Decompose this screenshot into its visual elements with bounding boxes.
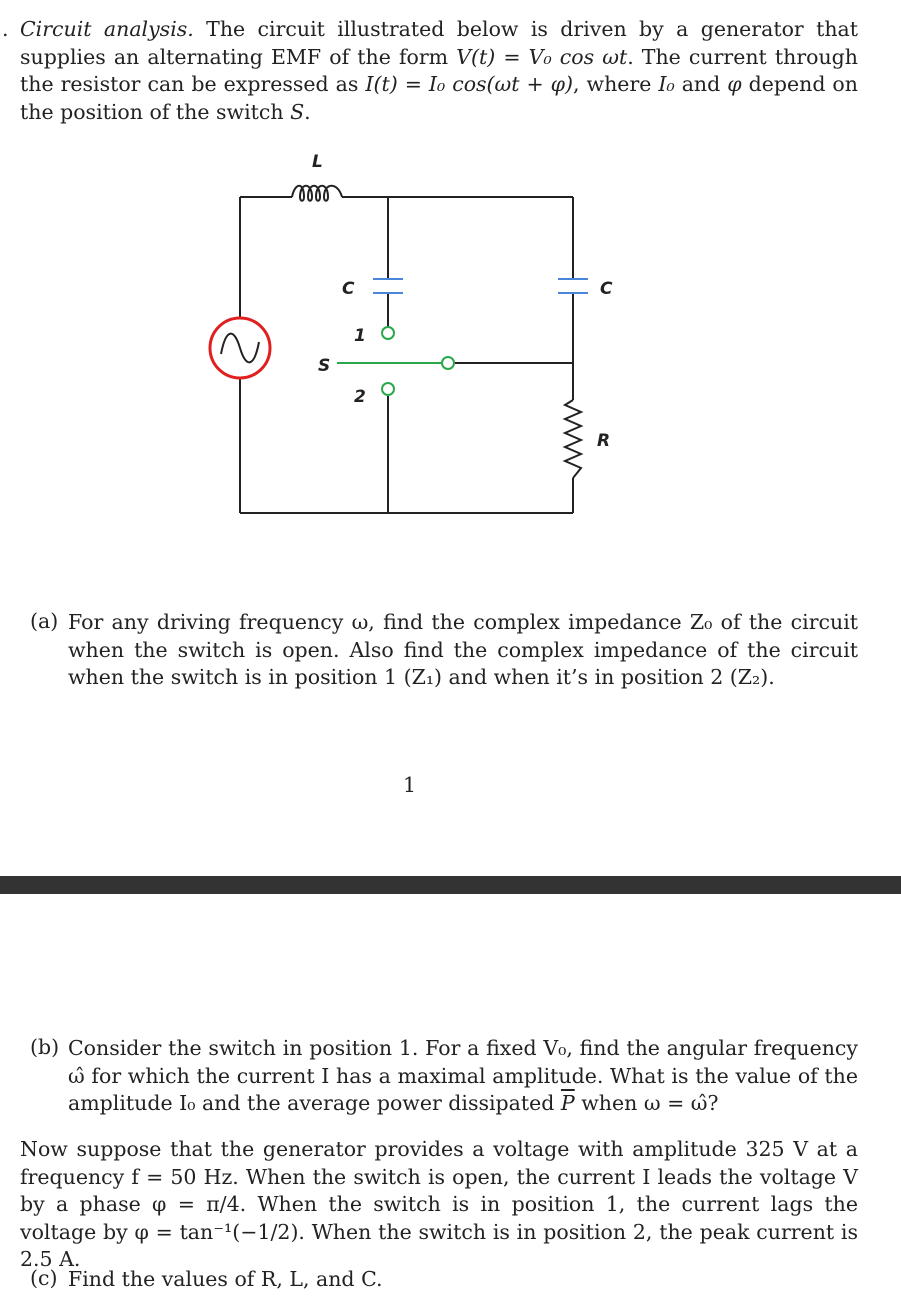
wires	[239, 196, 574, 514]
part-b-text-1: Consider the switch in position 1. For a…	[68, 1036, 858, 1116]
capacitor-right-label: C	[600, 279, 613, 299]
amplitude-symbol: I₀	[658, 72, 675, 97]
sine-wave-icon	[220, 332, 260, 364]
part-c-text: Find the values of R, L, and C.	[68, 1267, 383, 1291]
current-equation: I(t) = I₀ cos(ωt + φ)	[365, 72, 574, 97]
part-a-label: (a)	[30, 609, 59, 633]
intro-text-4: depend on the position of the switch	[20, 72, 858, 124]
resistor-label: R	[597, 431, 610, 451]
part-a-text: For any driving frequency ω, find the co…	[68, 610, 858, 690]
switch-position-2: 2	[354, 387, 366, 407]
intro-period: .	[304, 99, 311, 124]
part-b-label: (b)	[30, 1035, 60, 1059]
switch-label: S	[318, 356, 330, 376]
phase-symbol: φ	[727, 72, 742, 97]
part-b-text: Consider the switch in position 1. For a…	[68, 1035, 858, 1118]
capacitor-left	[373, 278, 403, 294]
switch-contact-2	[381, 382, 395, 396]
capacitor-right	[558, 278, 588, 294]
emf-equation: V(t) = V₀ cos ωt	[456, 44, 628, 69]
switch	[337, 326, 455, 396]
intro-text-2: . The current through the resistor can b…	[20, 44, 858, 97]
problem-number-mark: .	[2, 17, 9, 41]
intro-and: and	[674, 72, 728, 97]
switch-position-1: 1	[354, 326, 366, 346]
capacitor-left-label: C	[342, 279, 355, 299]
average-power-symbol: P	[560, 1091, 575, 1116]
page-number: 1	[403, 773, 417, 797]
intro-text-1: The circuit illustrated below is driven …	[20, 17, 858, 69]
inductor-label: L	[312, 152, 323, 172]
problem-title: Circuit analysis.	[20, 17, 194, 41]
resistor-zigzag	[562, 399, 584, 479]
page-divider	[0, 876, 901, 894]
circuit-diagram: L C C S 1 2 R	[208, 152, 613, 514]
part-b-text-2: when ω = ω̂?	[574, 1091, 719, 1116]
inductor-coil	[291, 184, 343, 202]
part-c-label: (c)	[30, 1266, 58, 1290]
switch-pivot	[441, 356, 455, 370]
given-values-paragraph: Now suppose that the generator provides …	[20, 1137, 858, 1272]
switch-symbol: S	[290, 99, 305, 124]
problem-intro: . Circuit analysis. The circuit illustra…	[2, 16, 858, 126]
switch-contact-1	[381, 326, 395, 340]
intro-text-3: , where	[573, 72, 659, 97]
